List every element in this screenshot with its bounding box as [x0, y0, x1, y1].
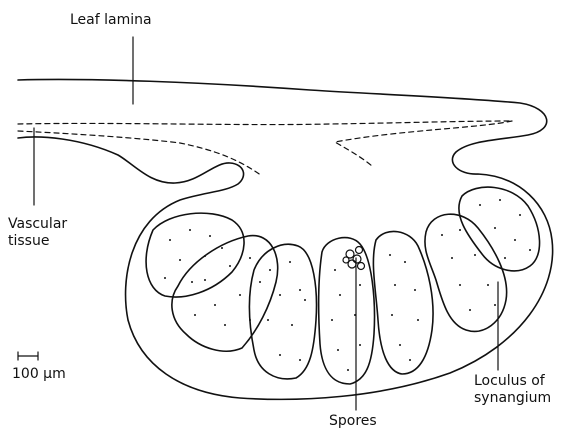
- loculus-1: [146, 213, 244, 297]
- vascular-strand-branch: [335, 121, 512, 166]
- scale-bar: [18, 352, 38, 360]
- label-vascular-tissue-line2: tissue: [8, 233, 49, 250]
- loculus-5: [373, 231, 433, 374]
- loculus-3: [250, 244, 317, 379]
- label-spores: Spores: [329, 413, 377, 430]
- label-loculus-line2: synangium: [474, 390, 551, 407]
- spore-cluster: [343, 247, 365, 270]
- vascular-strand-upper: [18, 121, 512, 125]
- label-scale: 100 μm: [12, 366, 66, 383]
- label-vascular-tissue-line1: Vascular: [8, 216, 67, 233]
- label-loculus-line1: Loculus of: [474, 373, 545, 390]
- leaf-lamina-outline: [18, 79, 553, 399]
- label-leaf-lamina: Leaf lamina: [70, 12, 152, 29]
- loculus-2: [172, 236, 278, 352]
- loculus-4: [319, 238, 375, 384]
